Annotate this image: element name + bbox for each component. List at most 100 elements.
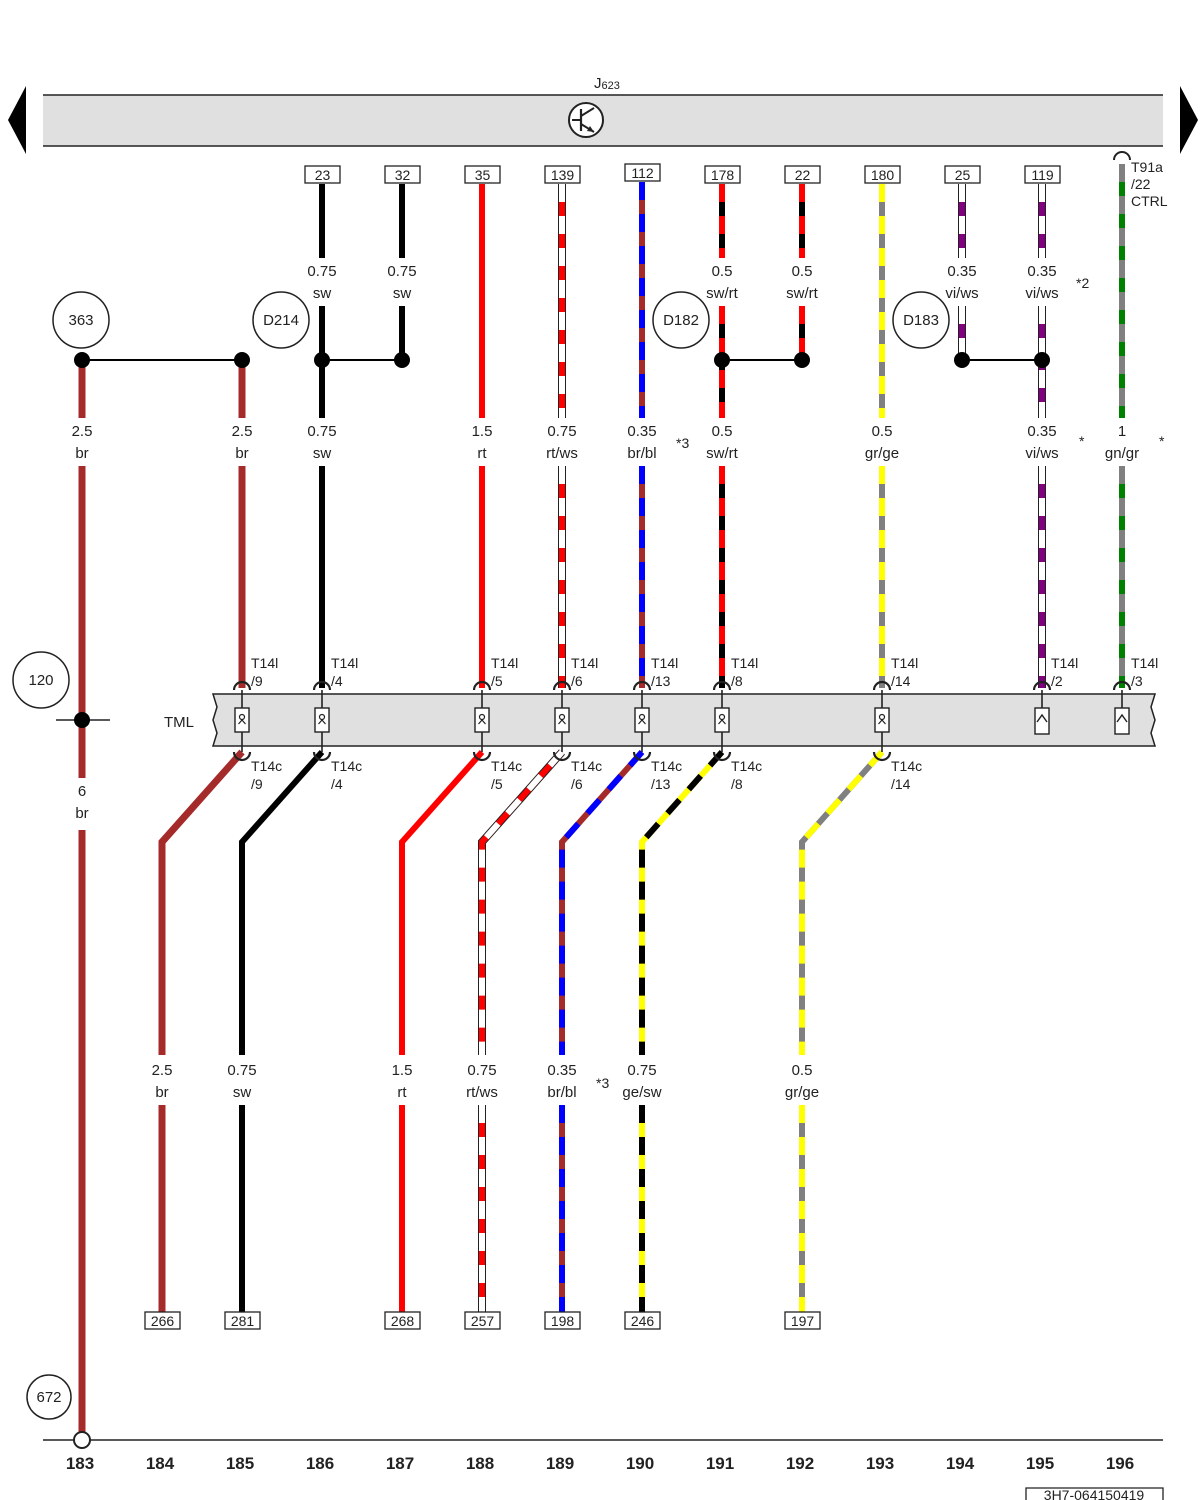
- junction-dot: [714, 352, 730, 368]
- svg-text:0.75: 0.75: [387, 263, 416, 280]
- component-label: J623: [594, 75, 620, 92]
- wire-label: 2.5br: [72, 423, 93, 462]
- circle-ref[interactable]: D183: [892, 291, 950, 349]
- bottom-terminal[interactable]: 198: [544, 1311, 581, 1330]
- svg-text:/13: /13: [651, 776, 671, 792]
- svg-text:266: 266: [151, 1313, 175, 1329]
- svg-text:br: br: [155, 1084, 168, 1101]
- svg-text:0.75: 0.75: [547, 423, 576, 440]
- svg-text:257: 257: [471, 1313, 495, 1329]
- svg-text:T14c: T14c: [891, 758, 922, 774]
- bottom-terminal[interactable]: 246: [624, 1311, 661, 1330]
- reference-circles: 363 D214 D182 D183 120 672: [12, 291, 950, 1420]
- pin-icon[interactable]: [472, 680, 492, 762]
- svg-text:1.5: 1.5: [472, 423, 493, 440]
- svg-text:sw: sw: [233, 1084, 252, 1101]
- pin-icon[interactable]: [1112, 680, 1132, 735]
- wire-label: 6br: [75, 783, 88, 822]
- pin-label: T14c/13: [651, 758, 682, 792]
- svg-text:br: br: [75, 805, 88, 822]
- top-terminal[interactable]: 112: [624, 163, 661, 182]
- top-terminal[interactable]: 178: [704, 165, 741, 184]
- pin-label: T14l/2: [1051, 655, 1078, 689]
- column-number: 187: [386, 1454, 414, 1473]
- pin-label: T14l/9: [251, 655, 278, 689]
- bottom-terminal[interactable]: 197: [784, 1311, 821, 1330]
- svg-text:0.35: 0.35: [1027, 263, 1056, 280]
- column-number: 194: [946, 1454, 975, 1473]
- svg-text:23: 23: [315, 167, 331, 183]
- pin-label: T14l/3: [1131, 655, 1158, 689]
- svg-text:/5: /5: [491, 673, 503, 689]
- column-number: 190: [626, 1454, 654, 1473]
- top-terminal[interactable]: 32: [384, 165, 421, 184]
- prev-page-arrow-icon[interactable]: [8, 86, 26, 154]
- svg-text:0.75: 0.75: [227, 1062, 256, 1079]
- bottom-terminal[interactable]: 257: [464, 1311, 501, 1330]
- pin-icon[interactable]: [1032, 680, 1052, 735]
- svg-text:gr/ge: gr/ge: [865, 445, 899, 462]
- footnote-markers: *2 *3 * * *3: [596, 275, 1165, 1091]
- svg-text:/8: /8: [731, 776, 743, 792]
- svg-text:br/bl: br/bl: [547, 1084, 576, 1101]
- circle-ref[interactable]: 672: [26, 1374, 72, 1420]
- svg-text:br: br: [235, 445, 248, 462]
- svg-text:D182: D182: [663, 312, 699, 329]
- svg-text:0.35: 0.35: [1027, 423, 1056, 440]
- svg-text:178: 178: [711, 167, 735, 183]
- svg-text:32: 32: [395, 167, 411, 183]
- wire: [239, 750, 325, 1055]
- pin-icon[interactable]: [632, 680, 652, 762]
- tml-label: TML: [164, 714, 194, 731]
- pin-icon[interactable]: [872, 680, 892, 762]
- svg-text:T14l: T14l: [731, 655, 758, 671]
- t91a-connector[interactable]: T91a /22 CTRL: [1113, 151, 1168, 209]
- ground-point[interactable]: [73, 1431, 91, 1449]
- bottom-terminal[interactable]: 281: [224, 1311, 261, 1330]
- top-terminal[interactable]: 22: [784, 165, 821, 184]
- svg-text:T14l: T14l: [491, 655, 518, 671]
- svg-text:2.5: 2.5: [72, 423, 93, 440]
- top-terminal[interactable]: 119: [1024, 165, 1061, 184]
- column-number: 193: [866, 1454, 894, 1473]
- circle-ref[interactable]: 363: [52, 291, 110, 349]
- pin-icon[interactable]: [552, 680, 572, 762]
- svg-text:vi/ws: vi/ws: [1025, 445, 1058, 462]
- top-terminal[interactable]: 180: [864, 165, 901, 184]
- pin-label: T14c/6: [571, 758, 602, 792]
- t14c-pin-labels: T14c/9 T14c/4 T14c/5 T14c/6 T14c/13 T14c…: [251, 758, 922, 792]
- pin-label: T14l/5: [491, 655, 518, 689]
- column-numbers: 183 184 185 186 187 188 189 190 191 192 …: [66, 1454, 1134, 1473]
- pin-icon[interactable]: [232, 680, 252, 762]
- bottom-terminal[interactable]: 268: [384, 1311, 421, 1330]
- junction-dot: [394, 352, 410, 368]
- pin-label: T14c/9: [251, 758, 282, 792]
- column-number: 185: [226, 1454, 254, 1473]
- circle-ref[interactable]: D182: [652, 291, 710, 349]
- svg-text:vi/ws: vi/ws: [945, 285, 978, 302]
- next-page-arrow-icon[interactable]: [1180, 86, 1198, 154]
- circle-ref[interactable]: 120: [12, 651, 70, 709]
- pin-icon[interactable]: [712, 680, 732, 762]
- junction-dot: [954, 352, 970, 368]
- svg-text:/22: /22: [1131, 176, 1151, 192]
- circle-ref[interactable]: D214: [252, 291, 310, 349]
- svg-text:br/bl: br/bl: [627, 445, 656, 462]
- svg-text:rt/ws: rt/ws: [466, 1084, 498, 1101]
- svg-text:T14l: T14l: [571, 655, 598, 671]
- svg-text:120: 120: [28, 672, 53, 689]
- top-terminal[interactable]: 35: [464, 165, 501, 184]
- svg-text:112: 112: [631, 165, 654, 181]
- top-terminal[interactable]: 25: [944, 165, 981, 184]
- pin-label: T14l/8: [731, 655, 758, 689]
- top-terminal-row: 23 32 35 139 112 178 22 180 25 119: [304, 163, 1061, 184]
- pin-icon[interactable]: [312, 680, 332, 762]
- top-terminal[interactable]: 23: [304, 165, 341, 184]
- svg-text:/9: /9: [251, 673, 263, 689]
- column-number: 191: [706, 1454, 734, 1473]
- top-terminal[interactable]: 139: [544, 165, 581, 184]
- svg-text:D214: D214: [263, 312, 299, 329]
- bottom-terminal[interactable]: 266: [144, 1311, 181, 1330]
